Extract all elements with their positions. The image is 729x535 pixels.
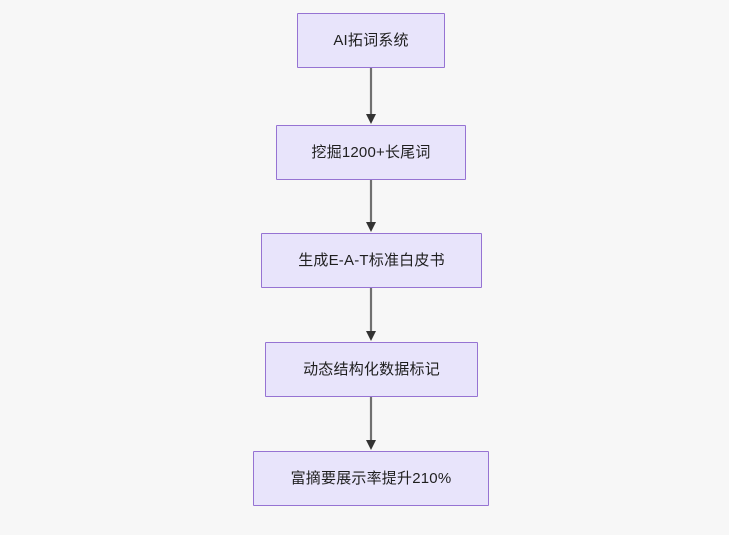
flow-node-label: 生成E-A-T标准白皮书 [298, 252, 445, 269]
arrow-down-icon [366, 222, 376, 232]
arrow-down-icon [366, 331, 376, 341]
flow-node-rich-snippet-rate-increase[interactable]: 富摘要展示率提升210% [253, 451, 489, 506]
flow-node-ai-keyword-system[interactable]: AI拓词系统 [297, 13, 445, 68]
flow-node-dynamic-structured-data-markup[interactable]: 动态结构化数据标记 [265, 342, 478, 397]
flow-edge-n0-n1 [365, 68, 377, 125]
flow-node-mine-longtail-keywords[interactable]: 挖掘1200+长尾词 [276, 125, 466, 180]
flow-node-label: 动态结构化数据标记 [303, 361, 440, 378]
flow-edge-n3-n4 [365, 397, 377, 451]
arrow-down-icon [366, 440, 376, 450]
flow-node-label: 挖掘1200+长尾词 [311, 144, 431, 161]
flow-node-label: AI拓词系统 [333, 32, 409, 49]
flow-edge-n2-n3 [365, 288, 377, 342]
flow-node-generate-eat-whitepaper[interactable]: 生成E-A-T标准白皮书 [261, 233, 482, 288]
flow-edge-n1-n2 [365, 180, 377, 233]
flow-node-label: 富摘要展示率提升210% [290, 470, 452, 487]
arrow-down-icon [366, 114, 376, 124]
